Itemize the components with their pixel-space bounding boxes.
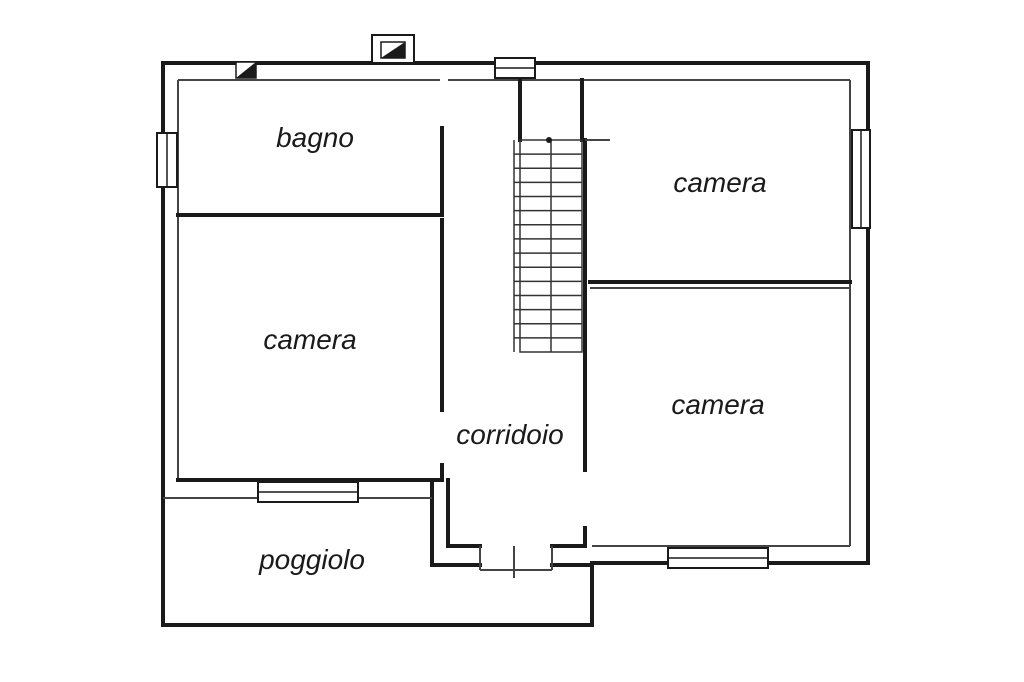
window-icon	[667, 547, 769, 569]
window-icon	[494, 57, 536, 79]
vent-icon	[235, 61, 257, 79]
window-icon	[257, 481, 359, 503]
vents	[235, 34, 415, 79]
door-icon	[479, 546, 553, 578]
windows	[156, 57, 871, 578]
room-label-corridoio: corridoio	[456, 419, 563, 450]
room-label-poggiolo: poggiolo	[258, 544, 365, 575]
window-icon	[851, 129, 871, 229]
room-label-camera-bottom-right: camera	[671, 389, 764, 420]
room-label-bagno: bagno	[276, 122, 354, 153]
staircase	[513, 137, 583, 353]
stair-icon	[546, 137, 552, 143]
chimney-icon	[371, 34, 415, 64]
window-icon	[156, 132, 178, 188]
room-label-camera-left: camera	[263, 324, 356, 355]
room-label-camera-top-right: camera	[673, 167, 766, 198]
